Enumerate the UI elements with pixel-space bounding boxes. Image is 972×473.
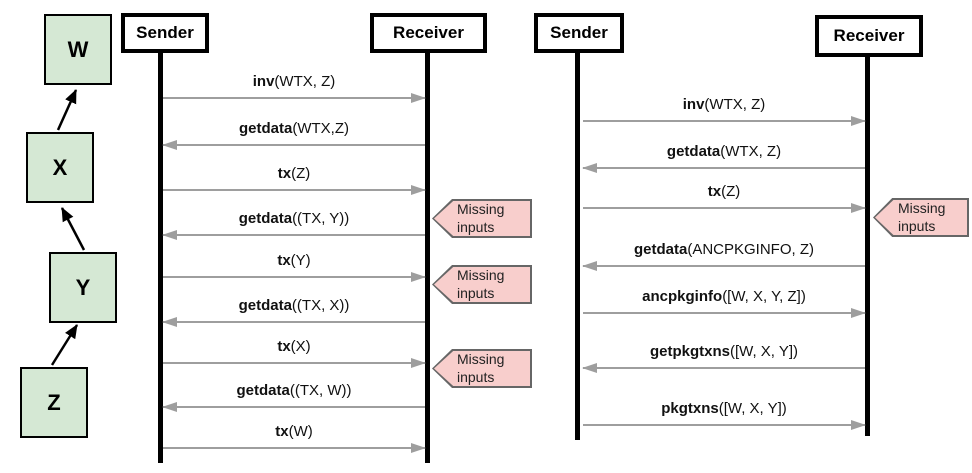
message-label: getdata(WTX, Z) — [666, 143, 782, 160]
message-label: getdata(WTX,Z) — [239, 120, 349, 137]
left-receiver-box: Receiver — [370, 13, 487, 53]
arrow-right-icon — [163, 93, 426, 103]
callout-label: Missing inputs — [457, 351, 505, 385]
missing-inputs-callout: Missing inputs — [873, 198, 969, 237]
dag-node-label: Z — [47, 389, 61, 415]
right-sender-lifeline — [575, 52, 580, 440]
message-row: tx(X) — [163, 337, 426, 368]
message-label: getdata((TX, W)) — [236, 382, 352, 399]
message-row: getdata(ANCPKGINFO, Z) — [582, 240, 865, 271]
message-label: pkgtxns([W, X, Y]) — [661, 400, 787, 417]
arrow-left-icon — [162, 140, 425, 150]
message-row: getpkgtxns([W, X, Y]) — [582, 342, 865, 373]
message-row: inv(WTX, Z) — [163, 72, 426, 103]
right-receiver-label: Receiver — [833, 26, 905, 45]
message-row: getdata((TX, X)) — [162, 296, 425, 327]
arrow-left-icon — [162, 402, 425, 412]
dag-node-w: W — [44, 14, 112, 85]
right-sender-box: Sender — [534, 13, 624, 53]
dag-node-z: Z — [20, 367, 88, 438]
message-row: tx(Z) — [163, 164, 426, 195]
message-label: getdata((TX, Y)) — [238, 210, 350, 227]
dag-node-label: W — [67, 36, 89, 62]
arrow-right-icon — [583, 420, 866, 430]
missing-inputs-callout: Missing inputs — [432, 349, 532, 388]
message-row: getdata(WTX, Z) — [582, 142, 865, 173]
message-label: getdata(ANCPKGINFO, Z) — [633, 241, 814, 258]
left-sender-lifeline — [158, 52, 163, 463]
message-row: getdata((TX, W)) — [162, 381, 425, 412]
message-label: tx(Z) — [277, 165, 311, 182]
message-row: tx(Y) — [163, 251, 426, 282]
message-row: tx(W) — [163, 422, 426, 453]
right-receiver-box: Receiver — [815, 15, 923, 57]
message-row: pkgtxns([W, X, Y]) — [583, 399, 866, 430]
left-receiver-lifeline — [425, 52, 430, 463]
message-row: getdata(WTX,Z) — [162, 119, 425, 150]
left-sender-label: Sender — [136, 23, 194, 42]
arrow-left-icon — [582, 363, 865, 373]
callout-label: Missing inputs — [898, 200, 946, 234]
arrow-right-icon — [583, 203, 866, 213]
dag-edge-x-w — [56, 89, 78, 131]
message-label: tx(W) — [275, 423, 313, 440]
dag-edge-z-y — [50, 324, 79, 366]
message-row: ancpkginfo([W, X, Y, Z]) — [583, 287, 866, 318]
message-label: tx(Z) — [707, 183, 741, 200]
message-label: tx(Y) — [277, 252, 311, 269]
message-label: tx(X) — [277, 338, 311, 355]
left-receiver-label: Receiver — [393, 23, 464, 42]
arrow-right-icon — [163, 358, 426, 368]
message-label: getdata((TX, X)) — [238, 297, 350, 314]
message-label: getpkgtxns([W, X, Y]) — [649, 343, 799, 360]
message-label: ancpkginfo([W, X, Y, Z]) — [642, 288, 806, 305]
missing-inputs-callout: Missing inputs — [432, 265, 532, 304]
callout-label: Missing inputs — [457, 267, 505, 301]
message-row: tx(Z) — [583, 182, 866, 213]
arrow-right-icon — [163, 185, 426, 195]
arrow-left-icon — [582, 163, 865, 173]
dag-node-y: Y — [49, 252, 117, 323]
left-sender-box: Sender — [121, 13, 209, 53]
message-label: inv(WTX, Z) — [682, 96, 766, 113]
callout-label: Missing inputs — [457, 201, 505, 235]
arrow-left-icon — [162, 230, 425, 240]
arrow-right-icon — [583, 308, 866, 318]
dag-node-x: X — [26, 132, 94, 203]
message-row: inv(WTX, Z) — [583, 95, 866, 126]
dag-node-label: X — [52, 154, 68, 180]
arrow-left-icon — [162, 317, 425, 327]
dag-node-label: Y — [75, 274, 91, 300]
right-receiver-lifeline — [865, 56, 870, 436]
arrow-left-icon — [582, 261, 865, 271]
arrow-right-icon — [583, 116, 866, 126]
missing-inputs-callout: Missing inputs — [432, 199, 532, 238]
dag-edge-y-x — [60, 207, 86, 251]
arrow-right-icon — [163, 272, 426, 282]
message-row: getdata((TX, Y)) — [162, 209, 425, 240]
message-label: inv(WTX, Z) — [252, 73, 336, 90]
right-sender-label: Sender — [550, 23, 608, 42]
arrow-right-icon — [163, 443, 426, 453]
